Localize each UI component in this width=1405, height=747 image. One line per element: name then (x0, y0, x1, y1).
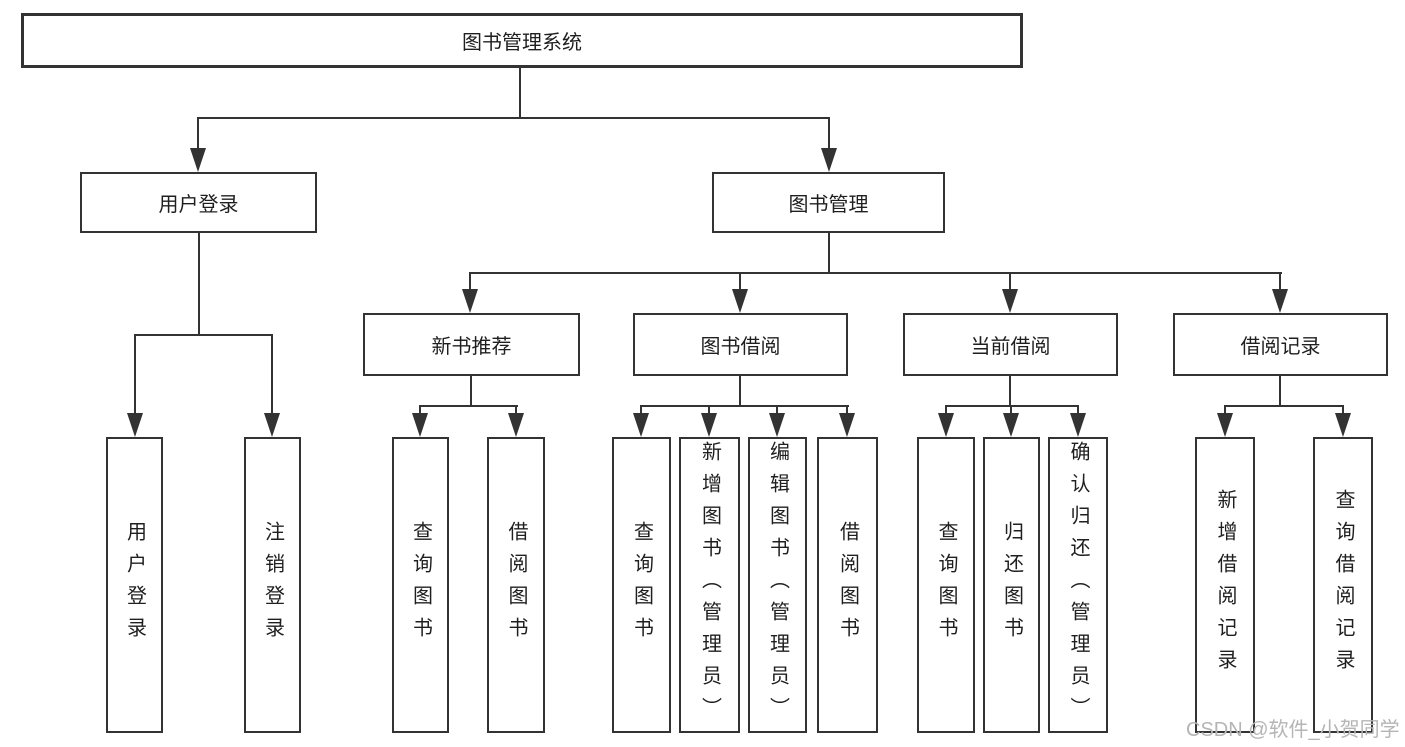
node-book-borrow: 图书借阅 (633, 313, 848, 376)
leaf-borrow-books-recommend: 借阅图书 (487, 437, 545, 733)
arrowhead-s1c1 (412, 413, 428, 437)
leaf-borrow-books-borrow: 借阅图书 (817, 437, 878, 733)
leaf-return-book-label: 归还图书 (1000, 521, 1023, 649)
connector-login-rail (134, 334, 273, 336)
arrowhead-section3 (1002, 289, 1018, 313)
connector-s2c2-drop (708, 405, 710, 415)
connector-s2-rail (640, 405, 849, 407)
connector-s1c2-drop (515, 405, 517, 415)
arrowhead-s1c2 (508, 413, 524, 437)
leaf-confirm-return-admin-label: 确认归还（管理员） (1067, 441, 1089, 729)
connector-s2-stem (739, 375, 741, 407)
node-current-borrow: 当前借阅 (903, 313, 1118, 376)
node-current-borrow-label: 当前借阅 (970, 336, 1051, 358)
connector-s4-stem (1279, 375, 1281, 407)
node-user-login: 用户登录 (80, 172, 317, 233)
node-book-mgmt-label: 图书管理 (788, 194, 869, 216)
node-borrow-records-label: 借阅记录 (1240, 336, 1321, 358)
connector-s3c2-drop (1010, 405, 1012, 415)
leaf-logout-label: 注销登录 (261, 521, 284, 649)
leaf-edit-book-admin: 编辑图书（管理员） (748, 437, 807, 733)
connector-login-stem (198, 233, 200, 336)
leaf-return-book: 归还图书 (983, 437, 1040, 733)
node-book-borrow-label: 图书借阅 (700, 336, 781, 358)
node-root: 图书管理系统 (21, 13, 1023, 68)
connector-s3c3-drop (1077, 405, 1079, 415)
leaf-borrow-books-recommend-label: 借阅图书 (505, 521, 527, 649)
connector-level3-rail (469, 272, 1282, 274)
connector-mgmt-drop (828, 117, 830, 149)
connector-s1c1-drop (419, 405, 421, 415)
leaf-add-book-admin: 新增图书（管理员） (679, 437, 740, 733)
leaf-query-books-recommend-label: 查询图书 (409, 521, 432, 649)
connector-s2c1-drop (640, 405, 642, 415)
connector-section2-drop (739, 272, 741, 291)
arrowhead-login (190, 148, 206, 172)
arrowhead-s2c1 (633, 413, 649, 437)
connector-s2c4-drop (846, 405, 848, 415)
connector-s4-rail (1224, 405, 1344, 407)
arrowhead-s2c4 (839, 413, 855, 437)
leaf-query-books-borrow-label: 查询图书 (630, 521, 653, 649)
connector-s3c1-drop (945, 405, 947, 415)
connector-mgmt-stem (828, 233, 830, 274)
connector-login-drop (197, 117, 199, 149)
arrowhead-section2 (732, 289, 748, 313)
arrowhead-login-child2 (264, 413, 280, 437)
arrowhead-s4c1 (1217, 413, 1233, 437)
arrowhead-section4 (1272, 289, 1288, 313)
node-new-book-recommend-label: 新书推荐 (431, 336, 512, 358)
arrowhead-s3c1 (938, 413, 954, 437)
leaf-add-borrow-record: 新增借阅记录 (1195, 437, 1255, 733)
leaf-logout: 注销登录 (244, 437, 301, 733)
node-user-login-label: 用户登录 (158, 194, 239, 216)
leaf-query-borrow-record: 查询借阅记录 (1313, 437, 1373, 733)
node-root-label: 图书管理系统 (462, 32, 582, 54)
connector-login-child2-drop (271, 334, 273, 415)
connector-s2c3-drop (776, 405, 778, 415)
connector-level2-rail (197, 117, 830, 119)
connector-s3-stem (1009, 375, 1011, 407)
leaf-query-books-recommend: 查询图书 (392, 437, 449, 733)
connector-s1-stem (470, 375, 472, 407)
connector-section1-drop (469, 272, 471, 291)
leaf-confirm-return-admin: 确认归还（管理员） (1048, 437, 1108, 733)
leaf-add-book-admin-label: 新增图书（管理员） (698, 441, 721, 729)
leaf-query-books-borrow: 查询图书 (612, 437, 671, 733)
connector-s4c2-drop (1342, 405, 1344, 415)
node-book-mgmt: 图书管理 (712, 172, 945, 233)
connector-root-stem (519, 68, 521, 119)
leaf-user-login-label: 用户登录 (123, 521, 146, 649)
leaf-query-books-current: 查询图书 (917, 437, 975, 733)
connector-section3-drop (1009, 272, 1011, 291)
arrowhead-s2c2 (701, 413, 717, 437)
connector-login-child1-drop (134, 334, 136, 415)
csdn-watermark: CSDN @软件_小贺同学 (1186, 719, 1400, 741)
arrowhead-s3c2 (1003, 413, 1019, 437)
arrowhead-s4c2 (1335, 413, 1351, 437)
leaf-user-login: 用户登录 (106, 437, 163, 733)
leaf-borrow-books-borrow-label: 借阅图书 (836, 521, 859, 649)
connector-section4-drop (1279, 272, 1281, 291)
connector-s4c1-drop (1224, 405, 1226, 415)
leaf-edit-book-admin-label: 编辑图书（管理员） (766, 441, 789, 729)
arrowhead-login-child1 (127, 413, 143, 437)
leaf-query-books-current-label: 查询图书 (935, 521, 957, 649)
arrowhead-mgmt (821, 148, 837, 172)
connector-s3-rail (945, 405, 1079, 407)
arrowhead-s3c3 (1070, 413, 1086, 437)
node-new-book-recommend: 新书推荐 (363, 313, 580, 376)
leaf-query-borrow-record-label: 查询借阅记录 (1332, 489, 1354, 681)
arrowhead-section1 (462, 289, 478, 313)
connector-s1-rail (419, 405, 518, 407)
node-borrow-records: 借阅记录 (1173, 313, 1388, 376)
arrowhead-s2c3 (769, 413, 785, 437)
leaf-add-borrow-record-label: 新增借阅记录 (1214, 489, 1236, 681)
